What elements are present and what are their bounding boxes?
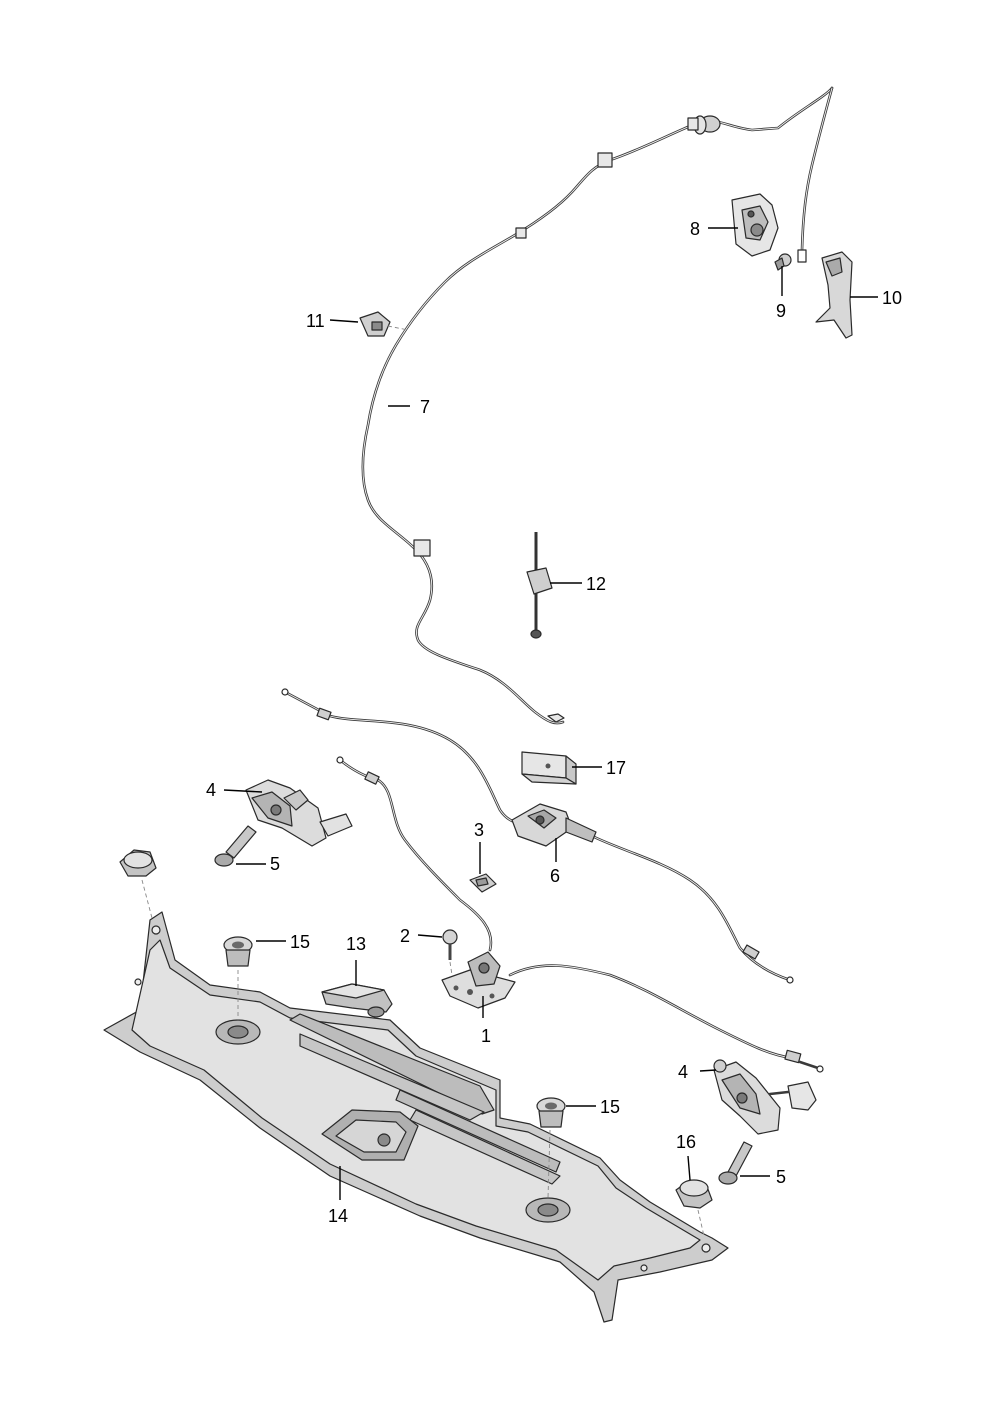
- control-module-17: [521, 751, 577, 785]
- grommet-15-left: [223, 936, 253, 1020]
- callout-9: 9: [776, 301, 786, 321]
- callout-4-lower: 4: [678, 1062, 688, 1082]
- bolt-5-lower: [718, 1141, 753, 1185]
- callout-14: 14: [328, 1206, 348, 1226]
- callout-7: 7: [420, 397, 430, 417]
- callout-15-right: 15: [600, 1097, 620, 1117]
- latch-actuator-4-lower: [713, 1059, 817, 1135]
- callout-4-upper: 4: [206, 780, 216, 800]
- callout-10: 10: [882, 288, 902, 308]
- latch-actuator-4-upper: [245, 779, 353, 847]
- callout-5-upper: 5: [270, 854, 280, 874]
- rubber-buffer-16: [675, 1179, 713, 1237]
- callout-1: 1: [481, 1026, 491, 1046]
- rod-holder-12: [526, 532, 553, 639]
- callout-16: 16: [676, 1132, 696, 1152]
- handle-cover-10: [815, 251, 853, 339]
- callout-6: 6: [550, 866, 560, 886]
- bump-stop-13: [321, 983, 393, 1018]
- hood-lock-1: [441, 951, 516, 1009]
- screw-2: [442, 929, 458, 976]
- callout-13: 13: [346, 934, 366, 954]
- cover-panel-14: [103, 911, 729, 1323]
- callout-labels: 1 2 3 4 4 5 5 6 7 8 9 10 11 12 13 14 15 …: [206, 219, 902, 1226]
- release-handle-8: [731, 193, 779, 257]
- release-cable-7: [361, 86, 834, 725]
- callout-3: 3: [474, 820, 484, 840]
- lock-cable: [336, 756, 824, 1073]
- rubber-buffer-left: [119, 849, 157, 919]
- clip-11: [359, 311, 409, 337]
- cable-clip: [515, 227, 527, 239]
- screw-9: [774, 253, 792, 271]
- callout-11: 11: [306, 311, 325, 331]
- callout-2: 2: [400, 926, 410, 946]
- grommet-15-right: [536, 1097, 566, 1199]
- bolt-5-upper: [214, 825, 257, 867]
- leader-lines: [223, 227, 878, 1200]
- cable-clip: [413, 539, 431, 557]
- callout-17: 17: [606, 758, 626, 778]
- bowden-cable-6: [281, 688, 794, 984]
- callout-12: 12: [586, 574, 606, 594]
- cable-clip: [597, 152, 613, 168]
- callout-8: 8: [690, 219, 700, 239]
- clip-3: [469, 873, 497, 893]
- callout-15-left: 15: [290, 932, 310, 952]
- cable-grommet: [687, 115, 721, 135]
- callout-5-lower: 5: [776, 1167, 786, 1187]
